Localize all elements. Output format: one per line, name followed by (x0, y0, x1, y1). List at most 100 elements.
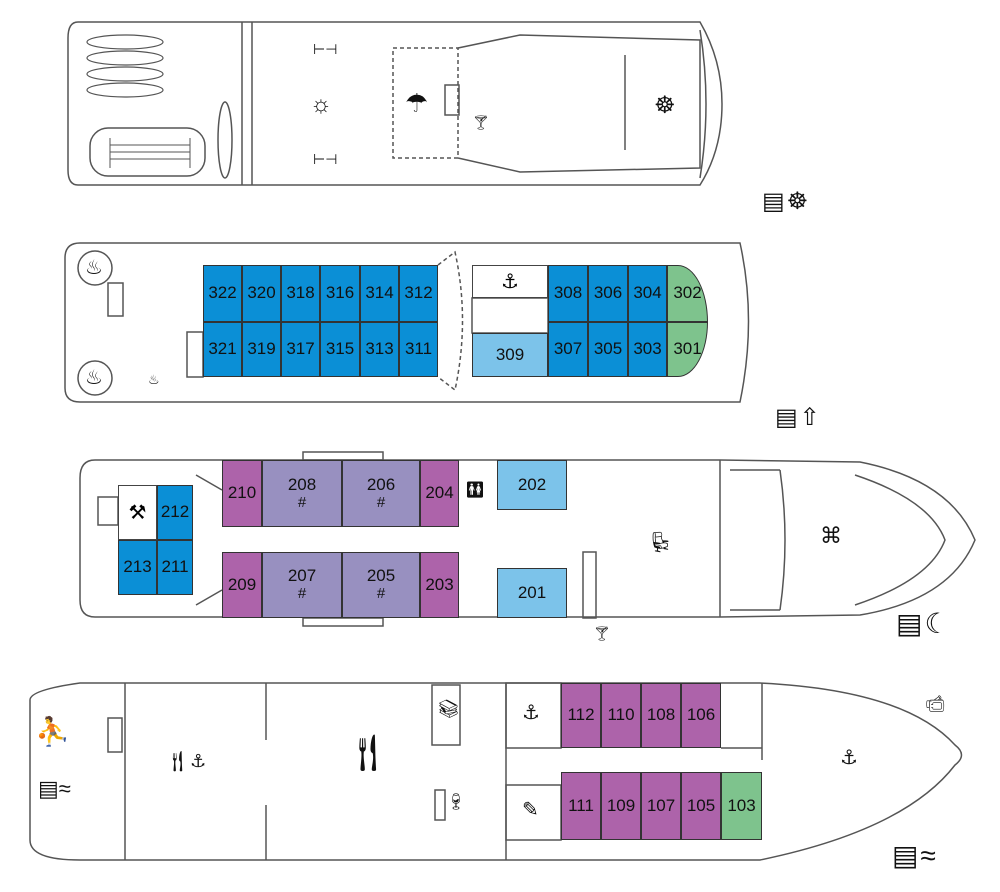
cabin-number: 313 (365, 339, 394, 359)
deck-3-legend[interactable]: ▤⇧ (775, 404, 822, 431)
cabin-306[interactable]: 306 (588, 265, 628, 322)
cabin-number: 110 (607, 705, 635, 725)
cabin-number: 202 (517, 474, 547, 494)
cabin-322[interactable]: 322 (203, 265, 242, 322)
cabin-307[interactable]: 307 (548, 322, 588, 377)
cabin-number: 305 (593, 339, 623, 359)
fitness-icon: ⛹ (35, 716, 70, 747)
helm-icon: ☸ (654, 92, 676, 119)
cabin-308[interactable]: 308 (548, 265, 588, 322)
dining-icon: 🍴︎ (165, 751, 191, 773)
cabin-320[interactable]: 320 (242, 265, 281, 322)
cabin-mark: # (376, 493, 386, 511)
cabin-number: 317 (286, 339, 315, 359)
cabin-105[interactable]: 105 (681, 772, 721, 840)
cabin-number: 209 (227, 574, 257, 594)
cabin-107[interactable]: 107 (641, 772, 681, 840)
cabin-210[interactable]: 210 (222, 460, 262, 527)
deck-2-hull (79, 459, 976, 618)
cabin-number: 309 (495, 344, 525, 364)
anchor-icon: ⚓︎ (522, 702, 540, 724)
toilets-icon: 🚻︎ (465, 482, 486, 499)
sun-icon: ☼ (310, 91, 332, 118)
cabin-number: 319 (247, 339, 276, 359)
cabin-number: 312 (404, 283, 433, 303)
cabin-number: 108 (646, 705, 676, 725)
seat-icon: 💺︎ (648, 532, 674, 554)
cabin-109[interactable]: 109 (601, 772, 641, 840)
cabin-number: 316 (325, 283, 355, 303)
cabin-206[interactable]: 206# (342, 460, 420, 527)
cabin-108[interactable]: 108 (641, 683, 681, 748)
sauna-icon: ♨ (148, 372, 160, 387)
cabin-number: 322 (208, 283, 237, 303)
cabin-number: 204 (425, 483, 454, 503)
cabin-202[interactable]: 202 (497, 460, 567, 510)
deck-4-legend[interactable]: ▤☸ (762, 188, 811, 215)
cabin-314[interactable]: 314 (360, 265, 399, 322)
cabin-311[interactable]: 311 (399, 322, 438, 377)
cabin-201[interactable]: 201 (497, 568, 567, 618)
cabin-number: 107 (646, 795, 676, 815)
cabin-number: 208 (287, 474, 317, 494)
cabin-111[interactable]: 111 (561, 772, 601, 840)
command-icon: ⌘ (820, 523, 842, 548)
cabin-number: 111 (568, 795, 594, 815)
cabin-number: 201 (517, 582, 547, 602)
cabin-316[interactable]: 316 (320, 265, 360, 322)
cabin-208[interactable]: 208# (262, 460, 342, 527)
wine-icon: 🍷︎ (446, 794, 467, 811)
deck-1-hull (29, 682, 963, 861)
cabin-203[interactable]: 203 (420, 552, 459, 618)
cabin-303[interactable]: 303 (628, 322, 667, 377)
deck-4-hull (67, 21, 723, 186)
cabin-103[interactable]: 103 (721, 772, 762, 840)
cabin-204[interactable]: 204 (420, 460, 459, 527)
cabin-number: 213 (123, 557, 152, 577)
cabin-301[interactable]: 301 (667, 322, 708, 377)
cabin-211[interactable]: 211 (157, 540, 193, 595)
cabin-305[interactable]: 305 (588, 322, 628, 377)
cabin-209[interactable]: 209 (222, 552, 262, 618)
hot-tub-icon: ♨ (85, 257, 103, 279)
cabin-309[interactable]: 309 (472, 333, 548, 377)
cocktail-icon: 🍸︎ (472, 114, 490, 130)
cabin-mark: # (297, 585, 307, 603)
cabin-213[interactable]: 213 (118, 540, 157, 595)
cabin-number: 302 (673, 283, 702, 303)
cabin-321[interactable]: 321 (203, 322, 242, 377)
cabin-205[interactable]: 205# (342, 552, 420, 618)
cabin-number: 207 (287, 566, 317, 586)
cabin-number: 308 (553, 283, 583, 303)
cabin-110[interactable]: 110 (601, 683, 641, 748)
cabin-212[interactable]: 212 (157, 485, 193, 540)
deck-2-legend[interactable]: ▤☾ (896, 608, 952, 639)
tools-icon: ⚒ (118, 485, 157, 540)
cabin-number: 311 (404, 339, 433, 359)
cabin-number: 306 (593, 283, 623, 303)
cabin-318[interactable]: 318 (281, 265, 320, 322)
cabin-number: 303 (633, 339, 662, 359)
deck-1-legend[interactable]: ▤≈ (892, 840, 938, 871)
cabin-112[interactable]: 112 (561, 683, 601, 748)
hot-tub-icon: ♨ (85, 367, 103, 389)
cabin-number: 109 (606, 795, 636, 815)
cabin-number: 314 (365, 283, 394, 303)
anchor-icon: ⚓︎ (190, 751, 207, 771)
pool-icon: ▤≈ (38, 776, 71, 801)
cabin-number: 321 (208, 339, 237, 359)
cabin-317[interactable]: 317 (281, 322, 320, 377)
cabin-106[interactable]: 106 (681, 683, 721, 748)
pencil-icon: ✎ (522, 799, 539, 821)
library-icon: 📚︎ (437, 699, 460, 719)
dining-icon: 🍴︎ (345, 732, 391, 773)
cabin-207[interactable]: 207# (262, 552, 342, 618)
cabin-319[interactable]: 319 (242, 322, 281, 377)
cabin-312[interactable]: 312 (399, 265, 438, 322)
cabin-313[interactable]: 313 (360, 322, 399, 377)
dumbbell-icon: ⊢⊣ (313, 151, 338, 167)
cabin-304[interactable]: 304 (628, 265, 667, 322)
cabin-315[interactable]: 315 (320, 322, 360, 377)
anchor-icon: ⚓︎ (840, 747, 858, 769)
